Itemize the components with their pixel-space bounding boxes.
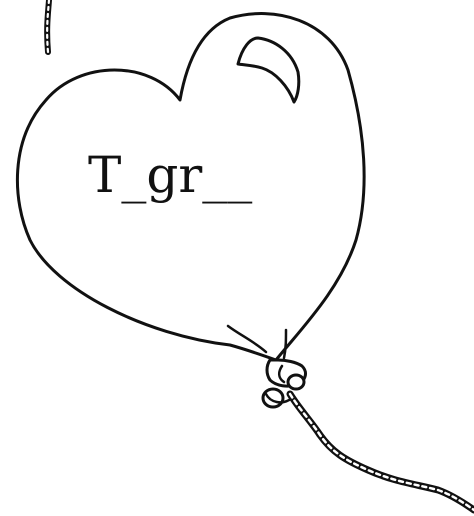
rope-string-icon bbox=[286, 390, 474, 514]
balloon-highlight bbox=[236, 36, 301, 104]
balloon-knot-wrinkles bbox=[226, 324, 288, 360]
balloon-puzzle-word: T_gr__ bbox=[88, 146, 253, 204]
top-rope-fragment bbox=[44, 0, 52, 55]
balloon-knot bbox=[261, 358, 307, 409]
